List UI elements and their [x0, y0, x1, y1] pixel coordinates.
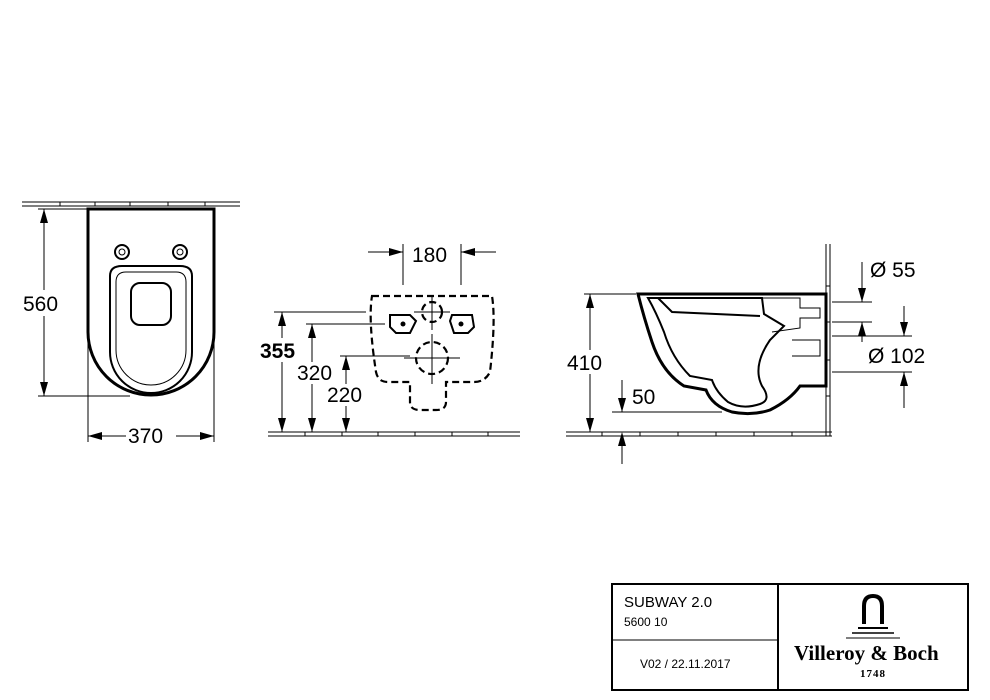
dimension-50: 50 [612, 380, 722, 464]
dimension-label-355: 355 [260, 340, 295, 363]
dimension-370: 370 [87, 340, 215, 448]
dimension-355: 355 [258, 311, 366, 432]
dimension-label-220: 220 [327, 384, 362, 407]
dimension-220: 220 [326, 355, 410, 432]
dimension-180: 180 [368, 244, 496, 285]
brand-year: 1748 [860, 668, 886, 680]
outlet-crosshair-icon [404, 334, 460, 384]
dimension-label-diameter-55: Ø 55 [870, 259, 916, 282]
rear-floor-line [268, 431, 520, 437]
fixing-pad-right-icon [448, 314, 476, 334]
dimension-410: 410 [566, 293, 636, 432]
faucet-logo-icon [846, 593, 900, 639]
front-view: 560 370 [20, 201, 240, 448]
front-bowl-outline [86, 207, 216, 397]
dimension-label-320: 320 [297, 362, 332, 385]
rear-dashed-outline [369, 294, 495, 412]
dimension-label-560: 560 [23, 293, 58, 316]
side-floor-line [566, 431, 832, 437]
dimension-label-50: 50 [632, 386, 655, 409]
dimension-label-diameter-102: Ø 102 [868, 345, 925, 368]
dimension-320: 320 [296, 323, 385, 432]
front-wall-line [22, 201, 240, 207]
fixing-pad-left-icon [389, 314, 418, 334]
fixing-bolt-icon [114, 244, 188, 260]
dimension-label-370: 370 [128, 425, 163, 448]
side-bowl-outline [636, 292, 828, 416]
dimension-diameter-55: Ø 55 [832, 259, 916, 342]
front-seat [109, 265, 193, 394]
side-bowl-inner [646, 297, 786, 408]
inlet-crosshair-icon [414, 296, 450, 330]
front-bowl-opening [130, 282, 172, 326]
dimension-label-180: 180 [412, 244, 447, 267]
brand-name: Villeroy & Boch [794, 641, 939, 665]
title-block: SUBWAY 2.0 5600 10 V02 / 22.11.2017 Vill… [611, 583, 969, 691]
article-number: 5600 10 [624, 615, 668, 629]
product-name: SUBWAY 2.0 [624, 594, 712, 611]
side-view: 410 50 Ø 55 Ø 1 [566, 244, 925, 464]
rear-view: 180 355 320 220 [258, 244, 520, 437]
dimension-560: 560 [20, 208, 130, 397]
version-date: V02 / 22.11.2017 [640, 657, 731, 671]
dimension-label-410: 410 [567, 352, 602, 375]
dimension-diameter-102: Ø 102 [832, 306, 925, 408]
